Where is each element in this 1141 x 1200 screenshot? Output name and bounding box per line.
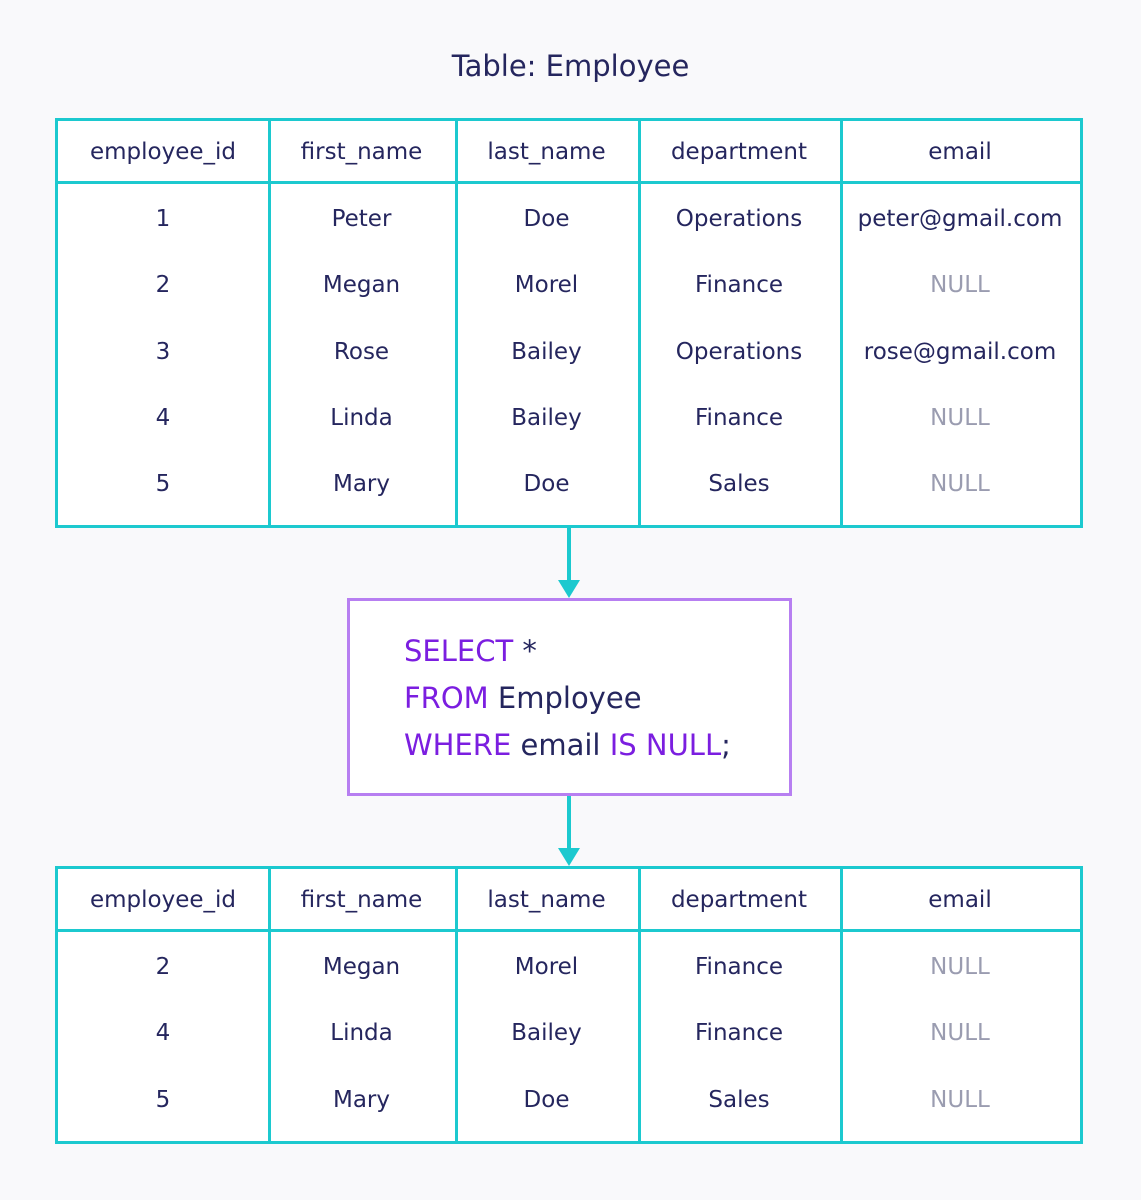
- column-header: email: [928, 139, 992, 165]
- column-divider: [840, 121, 843, 525]
- table-cell: Morel: [514, 954, 579, 980]
- table-cell: NULL: [930, 954, 990, 980]
- keyword-from: FROM: [404, 681, 489, 715]
- column-divider: [638, 121, 641, 525]
- table-cell: Sales: [708, 1087, 770, 1113]
- column-divider: [455, 869, 458, 1141]
- table-cell: Bailey: [511, 405, 582, 431]
- table-cell: 4: [155, 1020, 171, 1046]
- connector-line-top: [567, 528, 571, 582]
- where-column: email: [511, 728, 610, 762]
- table-cell: Linda: [330, 405, 393, 431]
- sql-query-box: SELECT * FROM Employee WHERE email IS NU…: [347, 598, 792, 796]
- table-cell: Doe: [523, 206, 570, 232]
- from-table-name: Employee: [488, 681, 642, 715]
- table-cell: Morel: [514, 272, 579, 298]
- table-cell: 3: [155, 339, 171, 365]
- query-terminator: ;: [721, 728, 731, 762]
- table-cell: 2: [155, 954, 171, 980]
- query-line-from: FROM Employee: [404, 678, 642, 718]
- table-cell: rose@gmail.com: [863, 339, 1057, 365]
- connector-line-bottom: [567, 796, 571, 850]
- query-line-where: WHERE email IS NULL;: [404, 725, 731, 765]
- table-cell: NULL: [930, 272, 990, 298]
- diagram-title: Table: Employee: [451, 49, 690, 83]
- keyword-where: WHERE: [404, 728, 512, 762]
- table-cell: Finance: [695, 1020, 783, 1046]
- table-cell: 2: [155, 272, 171, 298]
- keyword-select: SELECT: [404, 634, 514, 668]
- header-divider: [58, 181, 1080, 184]
- table-cell: Mary: [332, 471, 390, 497]
- column-header: first_name: [300, 887, 423, 913]
- result-table: employee_id first_name last_name department…: [55, 866, 1083, 1144]
- column-divider: [638, 869, 641, 1141]
- table-cell: 5: [155, 471, 171, 497]
- arrow-down-icon: [558, 580, 580, 598]
- table-cell: Operations: [675, 339, 803, 365]
- column-divider: [268, 869, 271, 1141]
- column-divider: [268, 121, 271, 525]
- table-cell: Peter: [331, 206, 392, 232]
- arrow-down-icon: [558, 848, 580, 866]
- table-cell: 4: [155, 405, 171, 431]
- column-header: employee_id: [89, 887, 237, 913]
- table-cell: Doe: [523, 471, 570, 497]
- table-cell: Megan: [322, 954, 401, 980]
- column-header: first_name: [300, 139, 423, 165]
- table-cell: Sales: [708, 471, 770, 497]
- table-cell: Rose: [333, 339, 390, 365]
- table-cell: Finance: [695, 272, 783, 298]
- column-header: employee_id: [89, 139, 237, 165]
- table-cell: Linda: [330, 1020, 393, 1046]
- table-cell: Operations: [675, 206, 803, 232]
- table-cell: Bailey: [511, 1020, 582, 1046]
- table-cell: 5: [155, 1087, 171, 1113]
- column-divider: [840, 869, 843, 1141]
- source-table: employee_id first_name last_name department…: [55, 118, 1083, 528]
- column-header: email: [928, 887, 992, 913]
- table-cell: peter@gmail.com: [857, 206, 1063, 232]
- table-cell: Finance: [695, 954, 783, 980]
- query-line-select: SELECT *: [404, 631, 537, 671]
- table-cell: Doe: [523, 1087, 570, 1113]
- table-cell: Bailey: [511, 339, 582, 365]
- table-cell: NULL: [930, 1087, 990, 1113]
- column-header: department: [670, 887, 808, 913]
- keyword-is-null: IS NULL: [609, 728, 722, 762]
- table-cell: NULL: [930, 471, 990, 497]
- table-cell: Finance: [695, 405, 783, 431]
- column-header: department: [670, 139, 808, 165]
- header-divider: [58, 929, 1080, 932]
- table-cell: NULL: [930, 405, 990, 431]
- table-cell: NULL: [930, 1020, 990, 1046]
- table-cell: Mary: [332, 1087, 390, 1113]
- column-header: last_name: [487, 887, 606, 913]
- table-cell: Megan: [322, 272, 401, 298]
- select-star: *: [513, 634, 537, 668]
- column-header: last_name: [487, 139, 606, 165]
- table-cell: 1: [155, 206, 171, 232]
- column-divider: [455, 121, 458, 525]
